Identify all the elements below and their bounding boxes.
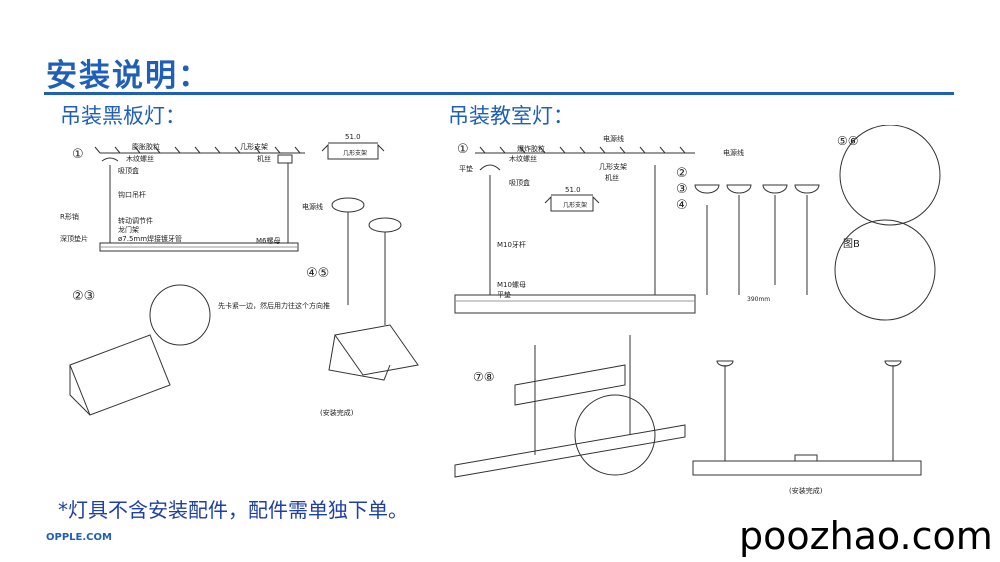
bracket-detail-right (545, 195, 599, 211)
step-2-label: ② (676, 166, 688, 181)
label-gate-frame: 龙门架 (118, 225, 139, 234)
step-3-label: ③ (676, 182, 688, 197)
step-4-label: ④ (676, 198, 688, 213)
label-power-line-2: 电源线 (723, 148, 744, 157)
label-washer: 深顶垫片 (60, 234, 88, 243)
step-1-label: ① (72, 147, 84, 162)
ceiling-box-right (480, 165, 500, 170)
bracket-detail (322, 143, 384, 159)
ceiling-box-left (102, 158, 118, 161)
classroom-install-diagram: ① 电源线 爆炸胶粒 木纹螺丝 平垫 几形支架 机丝 吸顶盒 M10牙杆 M10… (445, 125, 955, 495)
label-wood-screw-right: 木纹螺丝 (509, 154, 537, 163)
zoom-detail-circles (835, 125, 940, 320)
install-complete-label-right: (安装完成) (789, 486, 823, 495)
step-5-6-label: ⑤⑥ (837, 134, 859, 148)
bracket-detail-label: 几形支架 (343, 149, 367, 157)
section-title-blackboard: 吊装黑板灯： (60, 104, 186, 128)
label-ceiling-box: 吸顶盒 (118, 166, 139, 175)
bracket-right (278, 155, 292, 163)
blackboard-install-diagram: ① 膨胀胶粒 木纹螺丝 吸顶盒 钩口吊杆 几形支架 机丝 R形销 转动调节件 龙… (60, 133, 440, 417)
label-flat-washer: 平垫 (459, 164, 473, 173)
label-r-clip: R形销 (60, 212, 79, 221)
label-pipe: ø7.5mm焊接镀牙管 (118, 234, 182, 243)
title-divider (44, 92, 954, 95)
rod-dimension: 390mm (747, 296, 770, 303)
step-7-8-label: ⑦⑧ (473, 370, 495, 384)
label-ceiling-box-right: 吸顶盒 (509, 178, 530, 187)
bracket-detail-label-right: 几形支架 (563, 201, 587, 209)
step-1-label-right: ① (457, 142, 469, 157)
label-flat-washer-2: 平垫 (497, 290, 511, 299)
step-2-3-label: ②③ (72, 289, 95, 304)
label-rotating-part: 转动调节件 (118, 216, 153, 225)
label-hook-rod: 钩口吊杆 (118, 190, 146, 199)
pendant-detail (329, 198, 418, 380)
classroom-lamp-body (455, 295, 695, 313)
label-machine-screw: 机丝 (257, 154, 271, 163)
label-m10-rod: M10牙杆 (497, 240, 526, 249)
lamp-complete-front (693, 361, 921, 475)
section-title-classroom: 吊装教室灯： (448, 104, 574, 128)
rod-fittings (695, 185, 819, 295)
figure-b-label: 图B (843, 238, 860, 250)
watermark: poozhao.com (733, 514, 999, 558)
lamp-mount-detail (70, 285, 210, 415)
label-m10-nut: M10螺母 (497, 280, 526, 289)
callout-text: 先卡紧一边，然后用力往这个方向推 (218, 301, 330, 310)
label-bracket-right: 几形支架 (599, 162, 627, 171)
label-wood-screw: 木纹螺丝 (126, 154, 154, 163)
label-m6-nut: M6螺母 (256, 236, 281, 245)
label-power-line-right: 电源线 (603, 134, 624, 143)
accessory-note: *灯具不含安装配件，配件需单独下单。 (58, 498, 408, 522)
bracket-dimension-right: 51.0 (565, 186, 581, 194)
label-expansion-glue: 膨胀胶粒 (132, 142, 160, 151)
label-expansion-glue-right: 爆炸胶粒 (517, 144, 545, 153)
bracket-dimension: 51.0 (345, 133, 361, 141)
label-power-line: 电源线 (302, 202, 323, 211)
label-bracket: 几形支架 (240, 142, 268, 151)
brand-link[interactable]: OPPLE.COM (46, 532, 112, 543)
page-title: 安装说明： (46, 58, 211, 94)
install-complete-label-left: (安装完成) (320, 408, 354, 417)
lamp-assembly-78 (455, 335, 685, 477)
step-4-5-label: ④⑤ (306, 266, 329, 281)
label-machine-screw-right: 机丝 (605, 173, 619, 182)
